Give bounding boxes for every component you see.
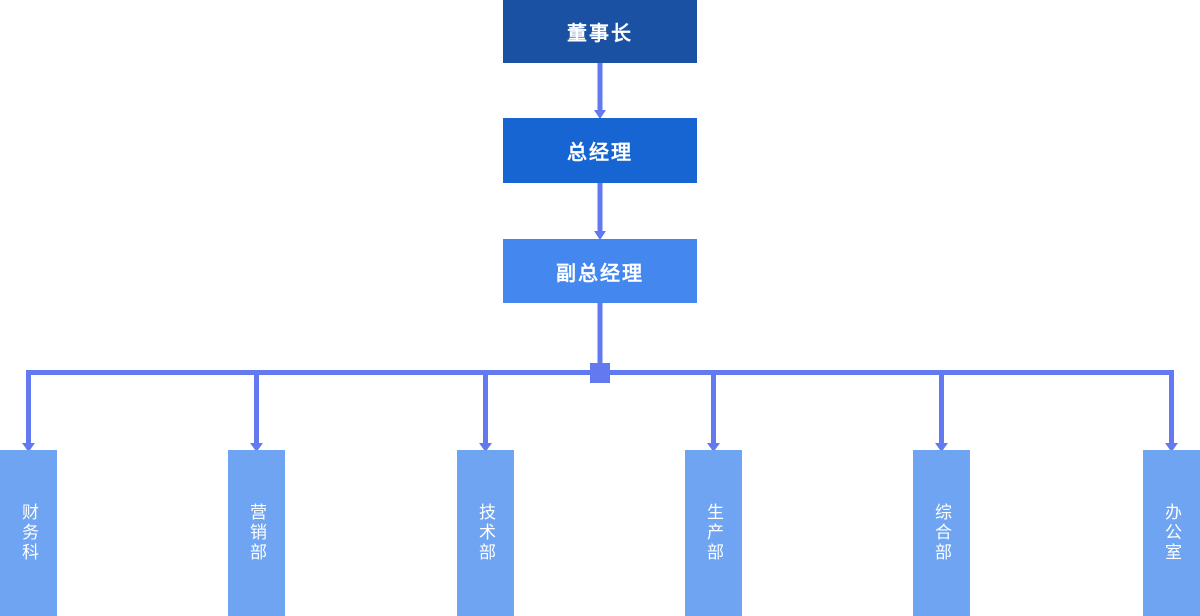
org-node-office-label: 办公室: [1162, 503, 1181, 563]
org-node-finance-label: 财务科: [19, 503, 38, 563]
org-node-general-manager[interactable]: 总经理: [503, 118, 697, 183]
connector-drop-production: [707, 370, 720, 452]
org-node-deputy-general-manager-label: 副总经理: [556, 262, 644, 285]
org-node-general-manager-label: 总经理: [567, 142, 633, 164]
org-node-general-affairs[interactable]: 综合部: [913, 450, 970, 616]
connector-drop-office: [1165, 370, 1178, 452]
org-node-technology[interactable]: 技术部: [457, 450, 514, 616]
connector-drop-technology: [479, 370, 492, 452]
org-node-chairman[interactable]: 董事长: [503, 0, 697, 63]
org-node-production[interactable]: 生产部: [685, 450, 742, 616]
junction-node: [590, 363, 610, 383]
org-node-marketing[interactable]: 营销部: [228, 450, 285, 616]
org-node-office[interactable]: 办公室: [1143, 450, 1200, 616]
connector-chairman-to-gm: [594, 63, 606, 119]
org-node-marketing-label: 营销部: [247, 503, 266, 563]
connector-drop-finance: [22, 370, 35, 452]
connector-gm-to-deputy: [594, 183, 606, 240]
connector-drop-marketing: [250, 370, 263, 452]
org-node-deputy-general-manager[interactable]: 副总经理: [503, 239, 697, 303]
org-node-technology-label: 技术部: [476, 503, 495, 563]
org-node-chairman-label: 董事长: [567, 23, 633, 45]
connector-drop-general-affairs: [935, 370, 948, 452]
org-node-production-label: 生产部: [704, 503, 723, 563]
org-node-general-affairs-label: 综合部: [932, 503, 951, 563]
org-node-finance[interactable]: 财务科: [0, 450, 57, 616]
